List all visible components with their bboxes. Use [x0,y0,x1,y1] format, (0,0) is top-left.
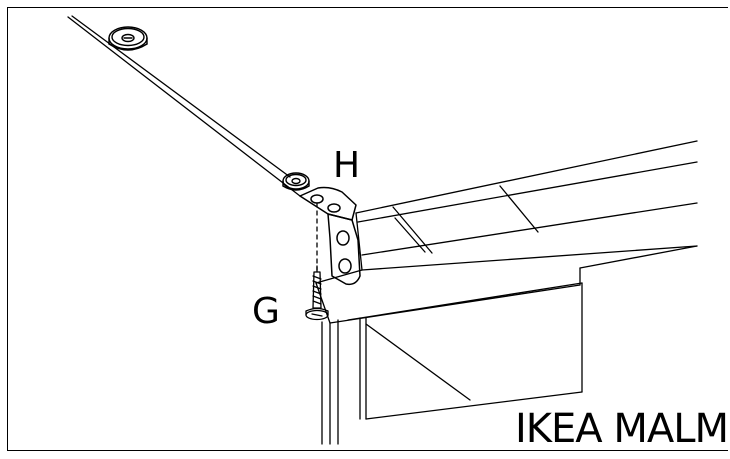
cam-lock-fitting-lower [282,172,310,191]
screw-label: G [252,291,280,332]
bracket-label: H [333,145,361,186]
figure-frame [7,7,728,451]
panel-front [355,140,698,271]
screw-g [305,265,329,321]
caption: IKEA MALM [514,406,729,452]
angle-bracket-h [299,186,361,286]
cam-lock-fitting-upper [108,26,148,51]
cabinet-box [315,245,698,445]
top-panel-edge [67,15,301,197]
